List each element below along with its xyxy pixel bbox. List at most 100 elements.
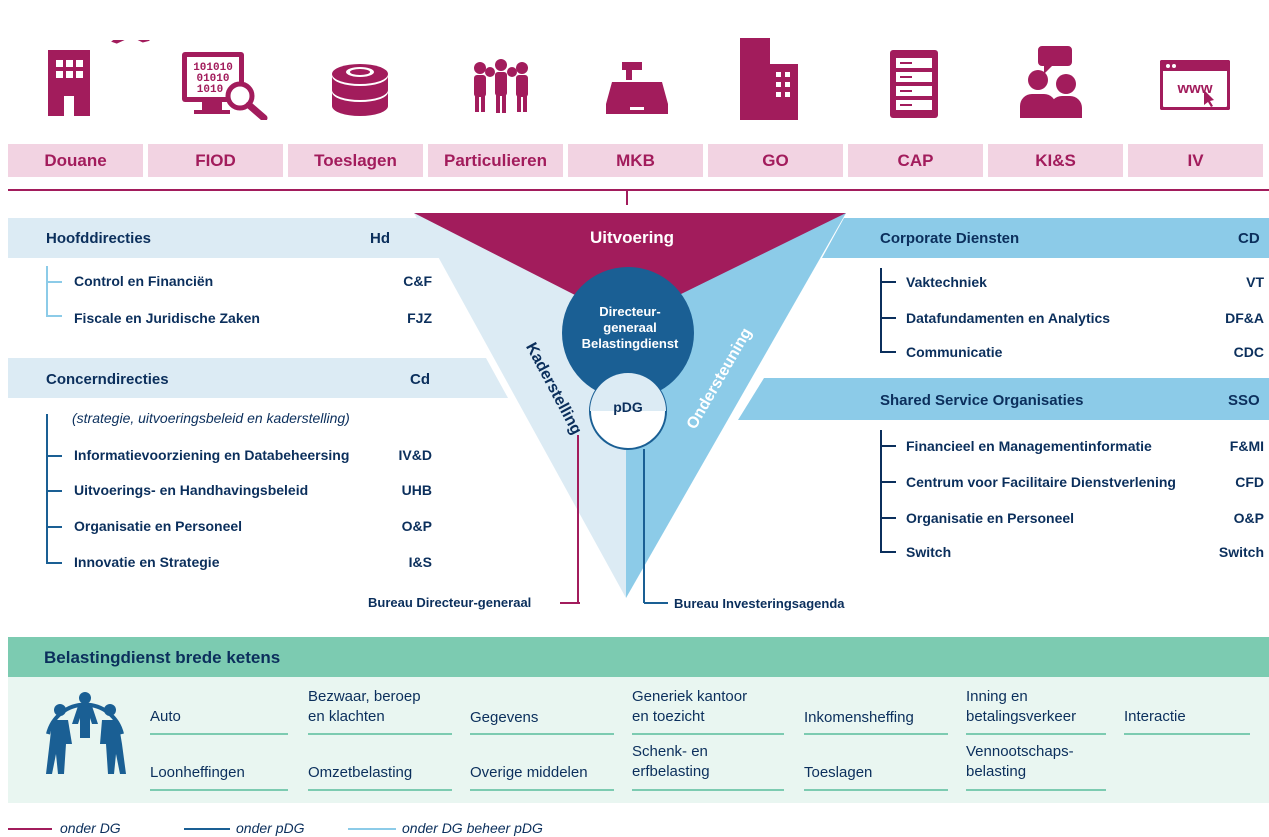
dg-label-line2: generaal bbox=[603, 320, 657, 335]
chain-bezwaar-line1: Bezwaar, beroep bbox=[308, 688, 421, 705]
top-connector-tick bbox=[626, 191, 628, 205]
chain-toeslagen-line1: Toeslagen bbox=[804, 764, 873, 781]
concerndirecties-title: Concerndirecties bbox=[46, 371, 169, 388]
chain-vennootschaps-line2: belasting bbox=[966, 763, 1027, 780]
server-rack-icon bbox=[890, 50, 938, 118]
pdg-label: pDG bbox=[613, 399, 643, 415]
cd-item-is: Innovatie en Strategie bbox=[74, 554, 220, 570]
cd-item-cdc: Communicatie bbox=[906, 344, 1003, 360]
chain-loonheffingen-line1: Loonheffingen bbox=[150, 764, 245, 781]
hoofddirecties-banner-shape bbox=[8, 218, 443, 263]
chain-inkomensheffing-line1: Inkomensheffing bbox=[804, 709, 914, 726]
chain-vennootschaps-line1: Vennootschaps- bbox=[966, 743, 1074, 760]
chain-underline bbox=[804, 733, 948, 735]
unit-label-toeslagen: Toeslagen bbox=[288, 144, 423, 177]
corporate-tree-line bbox=[880, 268, 882, 353]
hoofddirecties-title: Hoofddirecties bbox=[46, 230, 152, 247]
svg-text:101010: 101010 bbox=[193, 62, 233, 74]
tree-branch bbox=[46, 562, 62, 564]
chain-loonheffingen: Loonheffingen bbox=[150, 763, 245, 783]
sso-abbr-op: O&P bbox=[1233, 510, 1264, 526]
legend-label-pdg: onder pDG bbox=[236, 820, 305, 836]
cd-abbr-is: I&S bbox=[408, 554, 432, 570]
chain-inning: Inning en betalingsverkeer bbox=[966, 687, 1076, 727]
sso-abbr-cfd: CFD bbox=[1235, 474, 1264, 490]
cd-item-op: Organisatie en Personeel bbox=[74, 518, 243, 534]
sso-tree-line bbox=[880, 430, 882, 552]
chain-auto: Auto bbox=[150, 707, 181, 727]
sso-abbr-fmi: F&MI bbox=[1229, 438, 1264, 454]
chain-overige-line1: Overige middelen bbox=[470, 764, 588, 781]
corporate-title: Corporate Diensten bbox=[880, 230, 1020, 247]
hoofddirecties-abbr: Hd bbox=[370, 230, 390, 247]
triangle-diagram bbox=[410, 213, 850, 608]
tree-branch bbox=[880, 317, 896, 319]
chain-inning-line2: betalingsverkeer bbox=[966, 708, 1077, 725]
people-circle-icon bbox=[40, 690, 130, 780]
people-group-icon bbox=[466, 58, 536, 114]
chain-inkomensheffing: Inkomensheffing bbox=[804, 708, 914, 728]
bureau-inv-label: Bureau Investeringsagenda bbox=[674, 596, 845, 611]
sso-abbr: SSO bbox=[1228, 392, 1260, 409]
hd-item-cf: Control en Financiën bbox=[74, 273, 214, 289]
concerndirecties-banner-shape bbox=[8, 358, 508, 403]
tree-branch bbox=[46, 490, 62, 492]
cd-abbr-ivd: IV&D bbox=[398, 447, 432, 463]
cd-abbr-vt: VT bbox=[1246, 274, 1264, 290]
chains-header: Belastingdienst brede ketens bbox=[8, 637, 1269, 677]
dg-label-line1: Directeur- bbox=[599, 304, 661, 319]
chain-underline bbox=[150, 789, 288, 791]
hd-item-fjz: Fiscale en Juridische Zaken bbox=[74, 310, 260, 326]
chain-schenk-line2: erfbelasting bbox=[632, 763, 710, 780]
chat-persons-icon bbox=[1020, 44, 1086, 118]
sso-item-switch: Switch bbox=[906, 544, 952, 560]
bureau-dg-label: Bureau Directeur-generaal bbox=[368, 595, 532, 610]
chain-gegevens-line1: Gegevens bbox=[470, 709, 539, 726]
chain-underline bbox=[632, 789, 784, 791]
top-divider-line bbox=[8, 189, 1269, 191]
tree-branch bbox=[880, 445, 896, 447]
cd-abbr-uhb: UHB bbox=[401, 482, 432, 498]
building-plane-icon bbox=[46, 40, 156, 120]
chain-underline bbox=[150, 733, 288, 735]
tree-branch bbox=[880, 281, 896, 283]
chain-underline bbox=[470, 733, 614, 735]
chain-underline bbox=[804, 789, 948, 791]
bureau-dg-connector bbox=[560, 602, 580, 604]
chain-interactie: Interactie bbox=[1124, 707, 1186, 727]
corporate-banner-shape bbox=[822, 218, 1269, 263]
unit-label-fiod: FIOD bbox=[148, 144, 283, 177]
concerndirecties-tree-line bbox=[46, 414, 48, 564]
hd-abbr-fjz: FJZ bbox=[407, 310, 432, 326]
chain-schenk-line1: Schenk- en bbox=[632, 743, 708, 760]
tree-branch bbox=[880, 517, 896, 519]
concerndirecties-abbr: Cd bbox=[410, 371, 430, 388]
unit-label-douane: Douane bbox=[8, 144, 143, 177]
chain-interactie-line1: Interactie bbox=[1124, 708, 1186, 725]
chain-inning-line1: Inning en bbox=[966, 688, 1028, 705]
coin-stack-icon bbox=[330, 52, 390, 118]
bureau-inv-connector bbox=[644, 602, 668, 604]
concerndirecties-note: (strategie, uitvoeringsbeleid en kaderst… bbox=[72, 410, 350, 426]
hoofddirecties-tree-line bbox=[46, 266, 48, 316]
svg-text:1010: 1010 bbox=[197, 84, 223, 96]
chain-toeslagen: Toeslagen bbox=[804, 763, 872, 783]
legend-swatch-dg-beheer-pdg bbox=[348, 828, 396, 830]
legend-label-dg-beheer-pdg: onder DG beheer pDG bbox=[402, 820, 543, 836]
chain-underline bbox=[632, 733, 784, 735]
chain-underline bbox=[308, 733, 452, 735]
chains-title: Belastingdienst brede ketens bbox=[44, 648, 281, 667]
chain-auto-line1: Auto bbox=[150, 708, 181, 725]
legend-label-dg: onder DG bbox=[60, 820, 121, 836]
sso-item-fmi: Financieel en Managementinformatie bbox=[906, 438, 1152, 454]
sso-item-op: Organisatie en Personeel bbox=[906, 510, 1075, 526]
tree-branch bbox=[46, 315, 62, 317]
office-buildings-icon bbox=[740, 36, 800, 120]
cd-item-ivd: Informatievoorziening en Databeheersing bbox=[74, 447, 350, 463]
legend-swatch-pdg bbox=[184, 828, 230, 830]
dg-label: Directeur- generaal Belastingdienst bbox=[560, 304, 700, 352]
cd-item-dfa: Datafundamenten en Analytics bbox=[906, 310, 1111, 326]
chains-body bbox=[8, 677, 1269, 803]
chain-generiek: Generiek kantoor en toezicht bbox=[632, 687, 747, 727]
chain-overige: Overige middelen bbox=[470, 763, 588, 783]
